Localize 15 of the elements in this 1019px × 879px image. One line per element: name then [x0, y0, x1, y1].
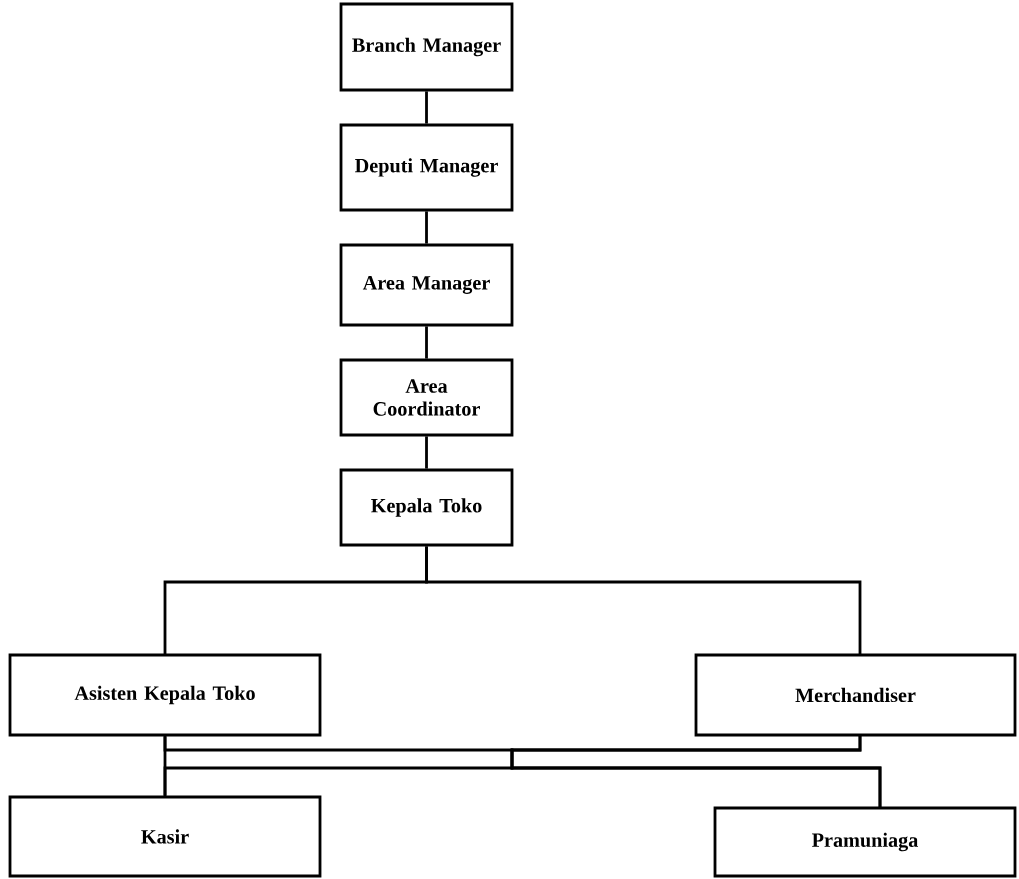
connector-line [425, 326, 428, 359]
org-box: Merchandiser [694, 653, 1017, 737]
org-box: Kasir [8, 795, 322, 878]
org-box: Area Coordinator [339, 358, 514, 437]
org-box: Deputi Manager [339, 123, 514, 212]
connector-line [510, 735, 882, 808]
connector-line [425, 211, 428, 244]
org-box: Kepala Toko [339, 468, 514, 547]
org-box: Pramuniaga [713, 806, 1017, 878]
connector-line [425, 546, 862, 655]
org-box: Asisten Kepala Toko [8, 653, 322, 737]
connector-line [425, 91, 428, 124]
org-box: Branch Manager [339, 2, 514, 92]
org-box: Area Manager [339, 243, 514, 327]
connector-line [425, 436, 428, 469]
